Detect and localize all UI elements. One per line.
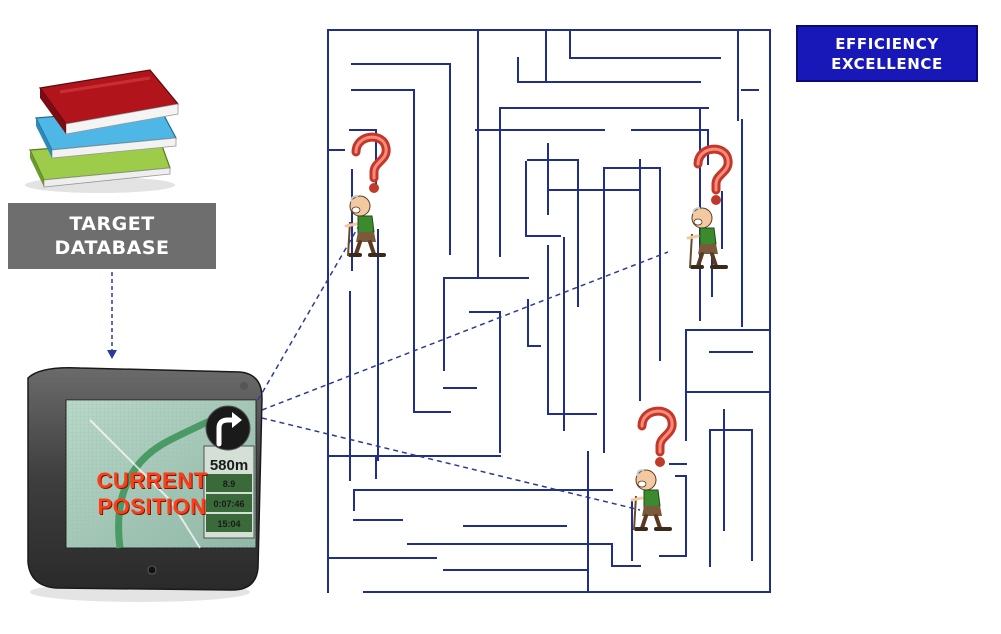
current-position-line1: CURRENT <box>96 468 208 493</box>
gps-to-men-lines <box>257 223 669 511</box>
gps-readout-2: 0:07:46 <box>213 499 244 509</box>
gps-readout-3: 15:04 <box>217 519 240 529</box>
badge-line2: EXCELLENCE <box>831 54 943 73</box>
gps-device-icon: 580m 8.9 0:07:46 15:04 <box>27 366 263 602</box>
current-position-label: CURRENT POSITION <box>62 468 242 520</box>
maze <box>327 29 771 593</box>
target-database-label: TARGET DATABASE <box>8 203 216 269</box>
current-position-line2: POSITION <box>97 494 207 519</box>
gps-distance: 580m <box>210 457 248 474</box>
badge-line1: EFFICIENCY <box>835 34 939 53</box>
book-stack-icon <box>25 69 180 193</box>
efficiency-excellence-badge: EFFICIENCY EXCELLENCE <box>796 25 978 82</box>
target-label-line2: DATABASE <box>54 237 170 259</box>
turn-right-arrow-icon <box>205 405 251 451</box>
gps-readout-1: 8.9 <box>223 479 236 489</box>
target-label-line1: TARGET <box>69 213 155 235</box>
database-to-gps-arrow <box>107 272 117 359</box>
confused-man-icon <box>632 411 672 530</box>
